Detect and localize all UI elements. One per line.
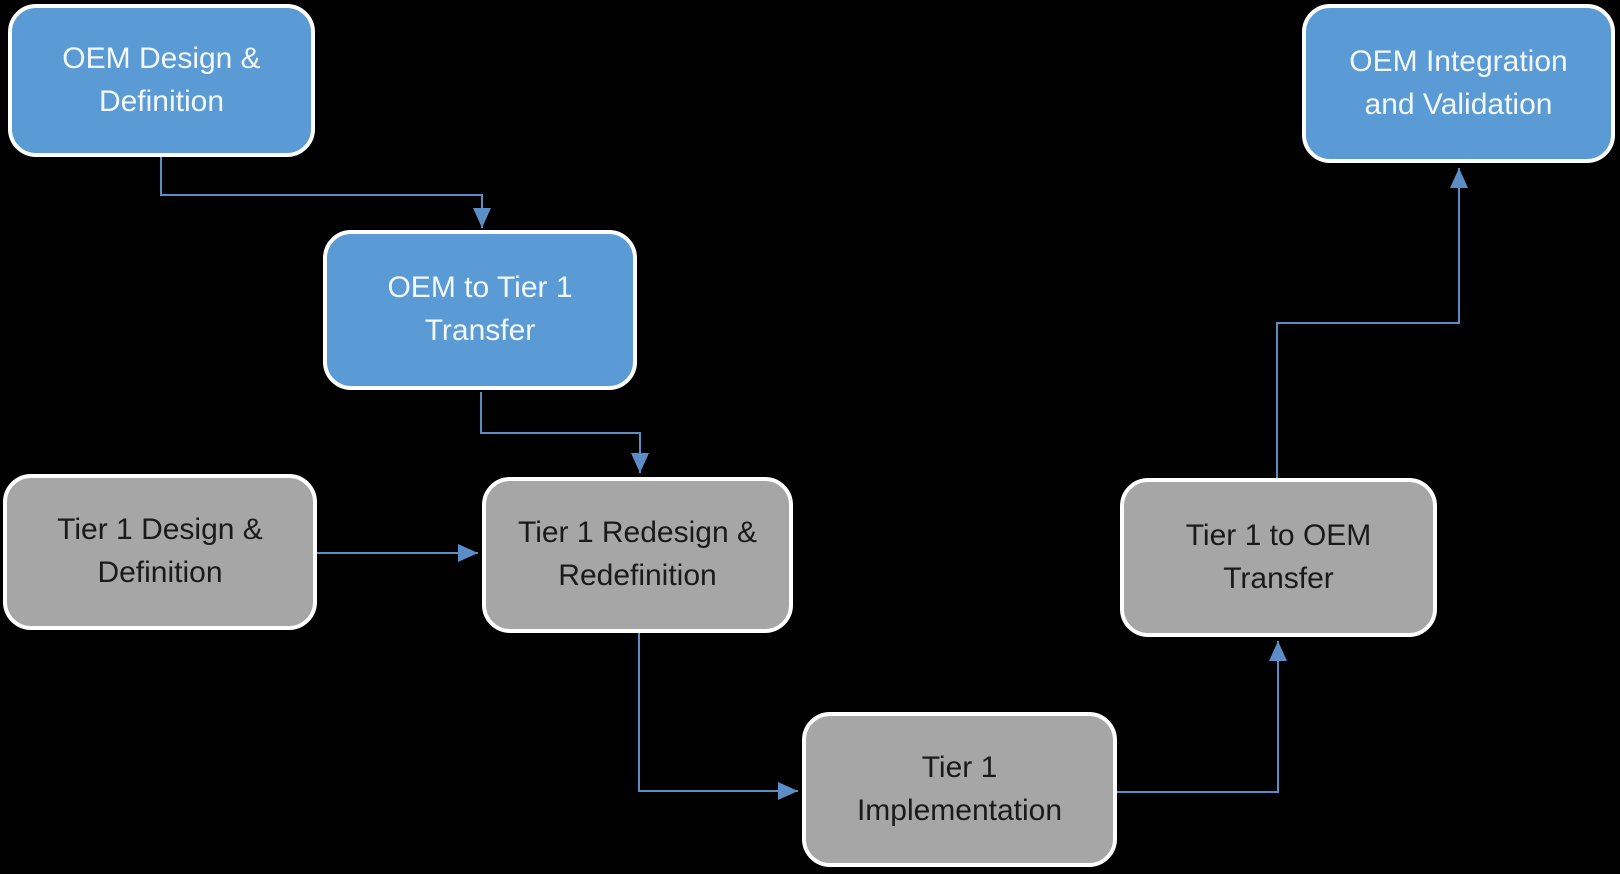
node-oem-to-tier1-transfer: OEM to Tier 1 Transfer xyxy=(323,230,637,390)
node-label: Tier 1 Redesign & Redefinition xyxy=(517,516,757,592)
node-label: OEM Integration and Validation xyxy=(1349,44,1568,121)
node-oem-design-definition: OEM Design & Definition xyxy=(8,4,315,157)
connector-oem-design-to-oem-transfer xyxy=(160,157,491,228)
node-label: Tier 1 Implementation xyxy=(856,750,1063,827)
node-label: Tier 1 to OEM Transfer xyxy=(1185,518,1372,595)
connector-tier1-transfer-to-oem-integration xyxy=(1276,168,1468,478)
connector-oem-transfer-to-tier1-redesign xyxy=(480,392,649,473)
node-tier1-design-definition: Tier 1 Design & Definition xyxy=(3,474,317,630)
node-label: Tier 1 Design & Definition xyxy=(57,513,263,589)
node-label: OEM Design & Definition xyxy=(62,41,261,118)
connector-tier1-redesign-to-tier1-implementation xyxy=(638,633,798,800)
node-label: OEM to Tier 1 Transfer xyxy=(387,271,573,347)
node-oem-integration-validation: OEM Integration and Validation xyxy=(1302,4,1615,163)
node-tier1-implementation: Tier 1 Implementation xyxy=(802,712,1117,867)
node-tier1-redesign-redefinition: Tier 1 Redesign & Redefinition xyxy=(482,477,793,633)
node-tier1-to-oem-transfer: Tier 1 to OEM Transfer xyxy=(1120,478,1437,637)
connector-tier1-implementation-to-tier1-transfer xyxy=(1117,641,1287,793)
